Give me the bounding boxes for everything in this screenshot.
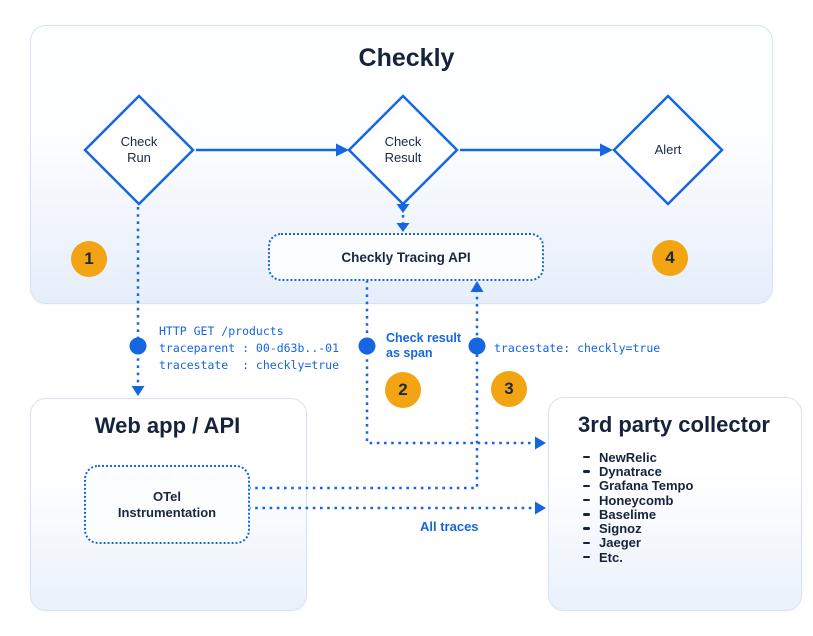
arrowhead-webapp-icon [131,386,145,396]
vendor-name: Grafana Tempo [599,478,694,494]
step-badge-4: 4 [652,240,688,276]
arrowhead-collector-bottom-icon [535,501,546,515]
waypoint-dot-1-icon [129,337,147,355]
checkly-panel-title: Checkly [358,44,455,72]
check-result-label: Check Result [384,134,422,165]
vendor-name: Signoz [599,521,642,537]
list-item: Baselime [583,506,693,522]
vendor-name: Jaeger [599,535,641,551]
otel-label: OTel Instrumentation [117,488,217,520]
vendor-name: Baselime [599,506,657,522]
list-item: Dynatrace [583,463,693,479]
list-item: Grafana Tempo [583,478,694,494]
checkly-tracing-api-node: Checkly Tracing API [268,233,544,281]
collector-vendor-list: NewRelic Dynatrace Grafana Tempo Honeyco… [583,449,694,565]
check-result-span-annotation: Check result as span [386,331,462,360]
all-traces-annotation: All traces [420,519,479,534]
list-item: NewRelic [583,449,693,465]
list-item: Jaeger [583,535,693,551]
otel-instrumentation-node: OTel Instrumentation [84,465,250,544]
waypoint-dot-3-icon [468,337,486,355]
vendor-name: Dynatrace [599,463,662,479]
waypoint-dot-2-icon [358,337,376,355]
alert-label: Alert [654,142,682,157]
list-item: Signoz [583,521,693,537]
web-app-panel-title: Web app / API [94,413,241,438]
tracestate-annotation: tracestate: checkly=true [494,341,661,355]
check-run-label: Check Run [120,134,158,165]
collector-panel-title: 3rd party collector [578,412,770,437]
vendor-name: NewRelic [599,449,657,465]
step-badge-3: 3 [491,371,527,407]
arrowhead-collector-top-icon [535,436,546,450]
step-badge-1: 1 [71,241,107,277]
vendor-name: Honeycomb [599,492,674,508]
vendor-name: Etc. [599,549,623,565]
list-item: Honeycomb [583,492,693,508]
list-item: Etc. [583,549,693,565]
http-request-annotation: HTTP GET /products traceparent : 00-d63b… [159,324,340,372]
tracing-api-label: Checkly Tracing API [341,249,471,265]
step-badge-2: 2 [385,372,421,408]
dotted-api-to-collector [365,280,535,445]
